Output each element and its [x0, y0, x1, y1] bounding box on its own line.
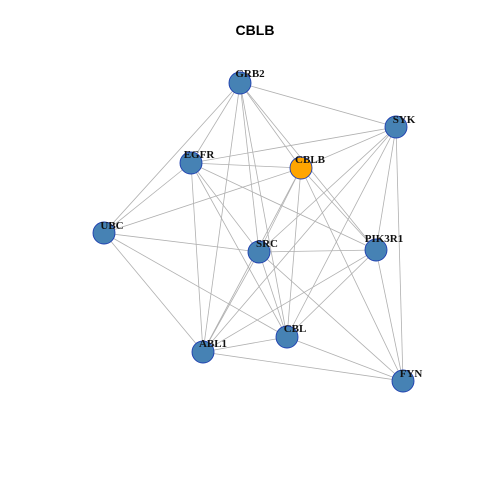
node-fyn[interactable]: FYN: [391, 368, 423, 393]
node-label: CBL: [284, 323, 307, 335]
node-circle[interactable]: [275, 325, 299, 349]
edge-grb2-syk: [239, 82, 397, 128]
node-label: UBC: [100, 220, 123, 232]
edge-grb2-cblb: [239, 82, 302, 169]
node-label: EGFR: [184, 149, 216, 161]
edge-pik3r1-abl1: [202, 249, 377, 353]
edge-grb2-ubc: [103, 82, 241, 234]
edge-src-fyn: [258, 251, 404, 382]
node-label: GRB2: [235, 68, 265, 80]
node-ubc[interactable]: UBC: [92, 220, 124, 245]
edge-syk-egfr: [190, 126, 397, 164]
edge-syk-src: [258, 126, 397, 253]
edge-src-pik3r1: [258, 249, 377, 253]
node-src[interactable]: SRC: [247, 238, 278, 264]
diagram-title: CBLB: [236, 22, 275, 38]
edge-src-cbl: [258, 251, 288, 338]
edge-syk-cbl: [286, 126, 397, 338]
edge-cblb-cbl: [286, 167, 302, 338]
edge-src-abl1: [202, 251, 260, 353]
edge-egfr-pik3r1: [190, 162, 377, 251]
node-circle[interactable]: [364, 238, 388, 262]
node-cblb[interactable]: CBLB: [289, 154, 326, 180]
edge-egfr-cblb: [190, 162, 302, 169]
edge-egfr-src: [190, 162, 260, 253]
edge-syk-pik3r1: [375, 126, 397, 251]
node-circle[interactable]: [247, 240, 271, 264]
node-abl1[interactable]: ABL1: [191, 338, 227, 364]
edge-cblb-ubc: [103, 167, 302, 234]
node-egfr[interactable]: EGFR: [179, 149, 216, 175]
edge-pik3r1-cbl: [286, 249, 377, 338]
node-label: FYN: [400, 368, 423, 380]
edge-ubc-src: [103, 232, 260, 253]
edge-grb2-egfr: [190, 82, 241, 164]
node-pik3r1[interactable]: PIK3R1: [364, 233, 404, 262]
node-label: SYK: [393, 114, 416, 126]
edge-cbl-fyn: [286, 336, 404, 382]
node-circle[interactable]: [179, 151, 203, 175]
edge-egfr-ubc: [103, 162, 192, 234]
edge-grb2-src: [239, 82, 260, 253]
node-circle[interactable]: [92, 221, 116, 245]
node-circle[interactable]: [289, 156, 313, 180]
edge-grb2-cbl: [239, 82, 288, 338]
node-label: SRC: [256, 238, 278, 250]
node-circle[interactable]: [384, 115, 408, 139]
node-cbl[interactable]: CBL: [275, 323, 307, 349]
edge-syk-cblb: [300, 126, 397, 169]
edge-pik3r1-fyn: [375, 249, 404, 382]
node-label: CBLB: [295, 154, 326, 166]
edge-cblb-pik3r1: [300, 167, 377, 251]
edge-cblb-src: [258, 167, 302, 253]
edge-cbl-abl1: [202, 336, 288, 353]
edge-ubc-cbl: [103, 232, 288, 338]
node-circle[interactable]: [391, 369, 415, 393]
edge-layer: [103, 82, 404, 382]
node-circle[interactable]: [228, 71, 252, 95]
edge-egfr-abl1: [190, 162, 204, 353]
node-label: ABL1: [199, 338, 227, 350]
edge-syk-fyn: [395, 126, 404, 382]
edge-ubc-abl1: [103, 232, 204, 353]
node-label: PIK3R1: [365, 233, 404, 245]
edge-syk-abl1: [202, 126, 397, 353]
edge-abl1-fyn: [202, 351, 404, 382]
edge-cblb-fyn: [300, 167, 404, 382]
node-grb2[interactable]: GRB2: [228, 68, 265, 95]
edge-egfr-cbl: [190, 162, 288, 338]
node-circle[interactable]: [191, 340, 215, 364]
node-syk[interactable]: SYK: [384, 114, 416, 139]
